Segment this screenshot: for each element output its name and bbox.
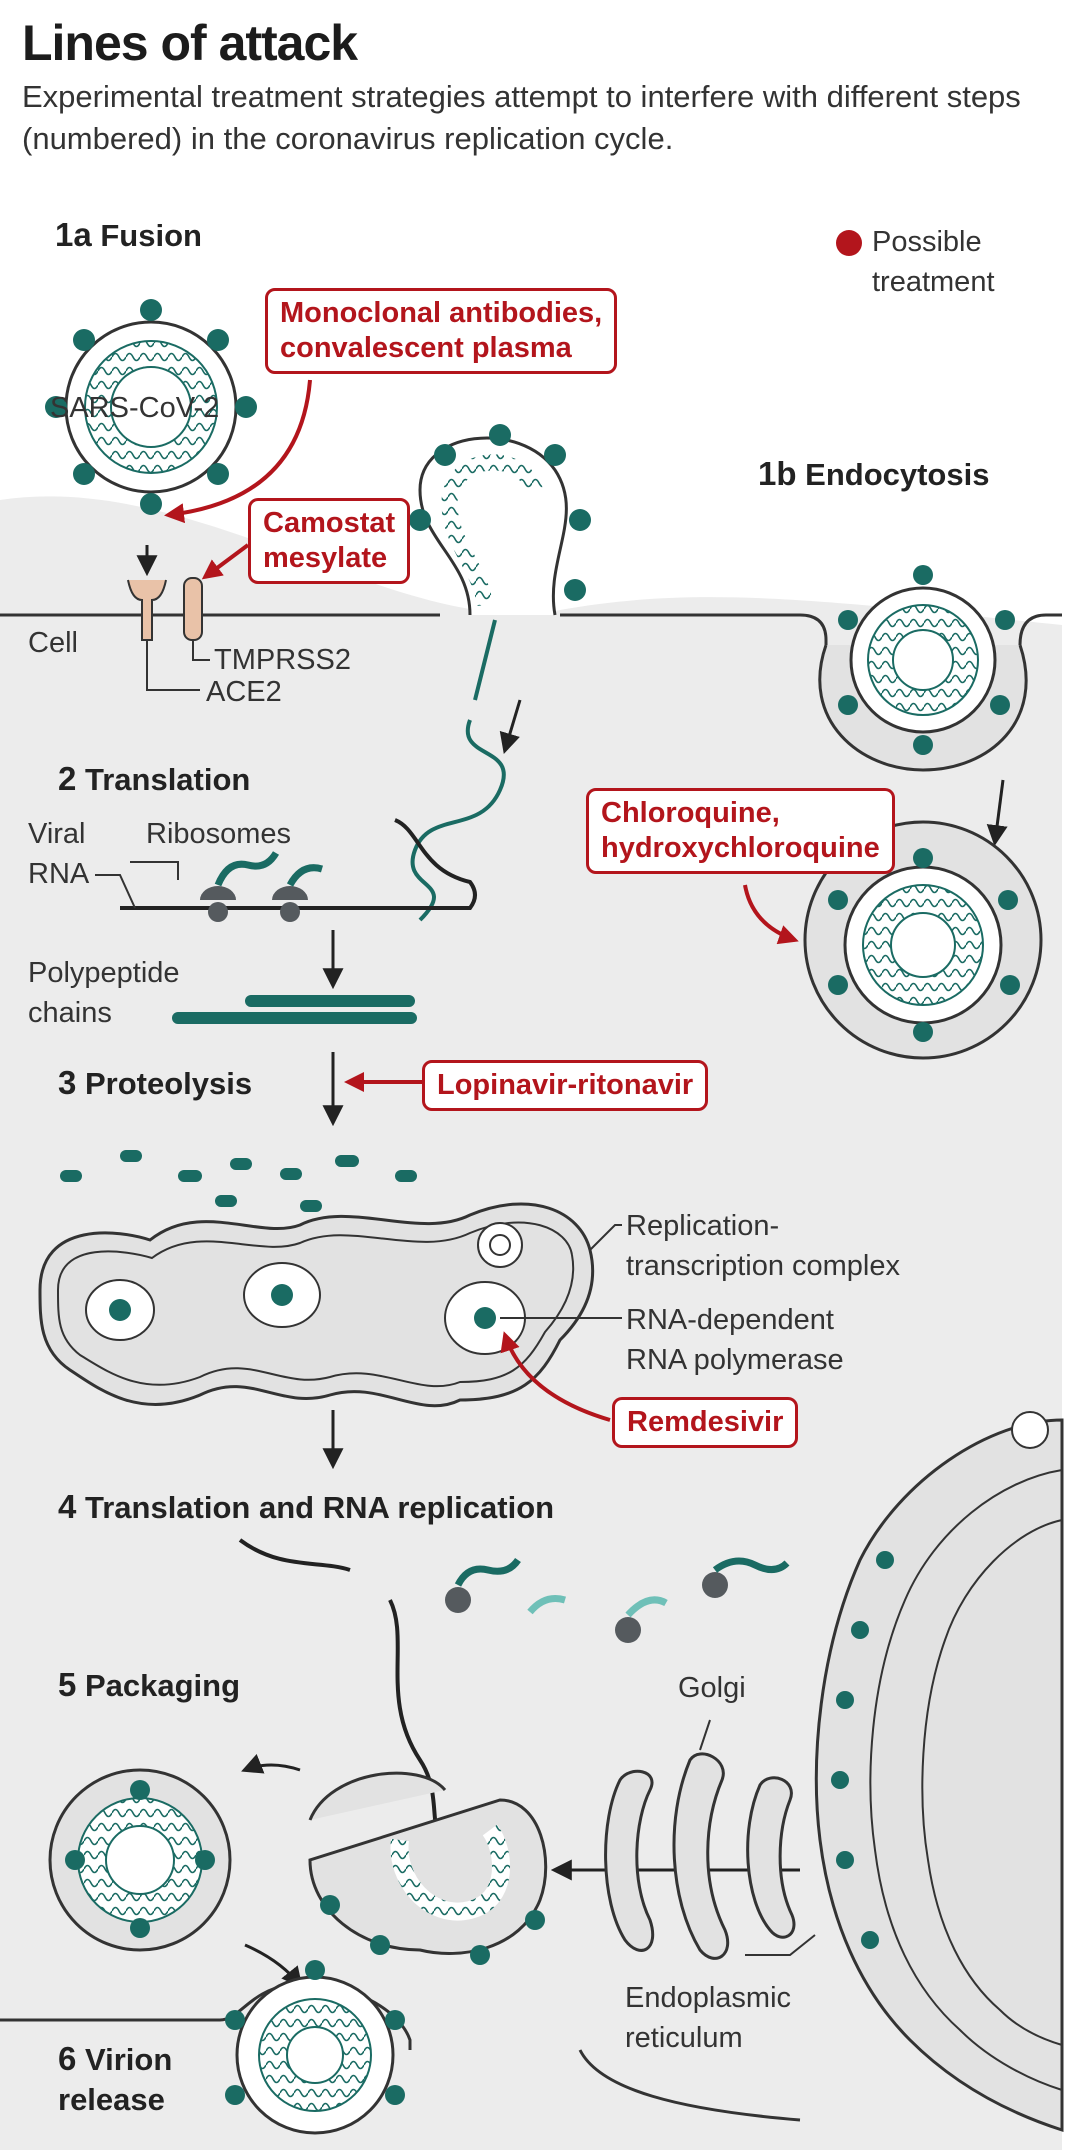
label-rdrp-line2: RNA polymerase bbox=[626, 1344, 844, 1376]
possible-treatment-dot bbox=[836, 230, 862, 256]
step-number: 4 bbox=[58, 1488, 77, 1525]
golgi-apparatus bbox=[604, 1752, 796, 1960]
legend-label-line2: treatment bbox=[872, 266, 995, 298]
treatment-antibodies: Monoclonal antibodies, convalescent plas… bbox=[265, 288, 618, 374]
tmprss2-protease bbox=[183, 577, 203, 641]
label-ace2: ACE2 bbox=[206, 676, 282, 708]
step-number: 1a bbox=[55, 216, 92, 253]
label-cell: Cell bbox=[28, 627, 78, 659]
step-4-translation-replication: 4 Translation and RNA replication bbox=[58, 1488, 554, 1526]
step-6-virion-release: 6 Virion bbox=[58, 2040, 172, 2078]
replicated-rna bbox=[238, 1538, 442, 1841]
polypeptide-chains bbox=[172, 995, 417, 1024]
label-er-line2: reticulum bbox=[625, 2022, 743, 2054]
released-rna bbox=[410, 619, 506, 922]
treatment-line2: hydroxychloroquine bbox=[601, 832, 880, 864]
treatment-remdesivir: Remdesivir bbox=[612, 1397, 799, 1448]
step-label: Endocytosis bbox=[805, 457, 990, 492]
label-rdrp-line1: RNA-dependent bbox=[626, 1304, 834, 1336]
ribosomes bbox=[200, 851, 324, 922]
step-label: Translation bbox=[84, 762, 251, 797]
step-label: Fusion bbox=[100, 218, 202, 253]
step-number: 6 bbox=[58, 2040, 77, 2077]
step-6-label-line2: release bbox=[58, 2082, 165, 2117]
legend-label-line1: Possible bbox=[872, 226, 982, 258]
treatment-line1: Camostat bbox=[263, 507, 396, 539]
label-viral-rna-line2: RNA bbox=[28, 858, 90, 890]
treatment-line1: Lopinavir-ritonavir bbox=[437, 1069, 694, 1101]
step-number: 2 bbox=[58, 760, 77, 797]
step-label: Translation and RNA replication bbox=[84, 1490, 555, 1525]
step-1b-endocytosis: 1b Endocytosis bbox=[758, 455, 989, 493]
packaging-vesicle bbox=[308, 1771, 548, 1965]
treatment-line1: Monoclonal antibodies, bbox=[280, 297, 603, 329]
released-virion bbox=[225, 1960, 405, 2135]
treatment-line2: mesylate bbox=[263, 542, 388, 574]
label-sars-cov-2: SARS-CoV-2 bbox=[50, 392, 220, 424]
treatment-line2: convalescent plasma bbox=[280, 332, 572, 364]
step-label: Packaging bbox=[84, 1668, 241, 1703]
step-number: 1b bbox=[758, 455, 797, 492]
step-number: 5 bbox=[58, 1666, 77, 1703]
treatment-camostat: Camostat mesylate bbox=[248, 498, 411, 584]
endocytosis-vesicle bbox=[818, 565, 1028, 772]
treatment-line1: Chloroquine, bbox=[601, 797, 780, 829]
label-polypeptide-line2: chains bbox=[28, 997, 112, 1029]
label-golgi: Golgi bbox=[678, 1672, 746, 1704]
treatment-line1: Remdesivir bbox=[627, 1406, 784, 1438]
page-title: Lines of attack bbox=[22, 15, 358, 71]
step-5-packaging: 5 Packaging bbox=[58, 1666, 240, 1704]
label-polypeptide-line1: Polypeptide bbox=[28, 957, 180, 989]
treatment-lopinavir: Lopinavir-ritonavir bbox=[422, 1060, 709, 1111]
treatment-chloroquine: Chloroquine, hydroxychloroquine bbox=[586, 788, 895, 874]
page-subtitle: Experimental treatment strategies attemp… bbox=[22, 79, 1021, 156]
endoplasmic-reticulum-nucleus bbox=[814, 1411, 1064, 2133]
packaged-virion bbox=[48, 1768, 232, 1952]
sars-cov-2-virion bbox=[45, 299, 257, 515]
label-ribosomes: Ribosomes bbox=[146, 818, 292, 850]
label-tmprss2: TMPRSS2 bbox=[214, 644, 351, 676]
endosome bbox=[803, 820, 1043, 1060]
label-viral-rna-line1: Viral bbox=[28, 818, 86, 850]
step-3-proteolysis: 3 Proteolysis bbox=[58, 1064, 252, 1102]
step-1a-fusion: 1a Fusion bbox=[55, 216, 202, 254]
step-number: 3 bbox=[58, 1064, 77, 1101]
viral-rna-strand bbox=[120, 818, 477, 910]
step-label: Virion bbox=[84, 2042, 173, 2077]
cell-membrane bbox=[0, 613, 1062, 646]
step-2-translation: 2 Translation bbox=[58, 760, 250, 798]
step-label: Proteolysis bbox=[84, 1066, 253, 1101]
new-ribosomes bbox=[445, 1572, 728, 1643]
fusion-bulb bbox=[409, 424, 591, 616]
replication-transcription-complex bbox=[38, 1202, 595, 1408]
label-rtc-line1: Replication- bbox=[626, 1210, 780, 1242]
label-er-line1: Endoplasmic bbox=[625, 1982, 792, 2014]
label-rtc-line2: transcription complex bbox=[626, 1250, 900, 1282]
cleaved-proteins bbox=[60, 1150, 417, 1212]
